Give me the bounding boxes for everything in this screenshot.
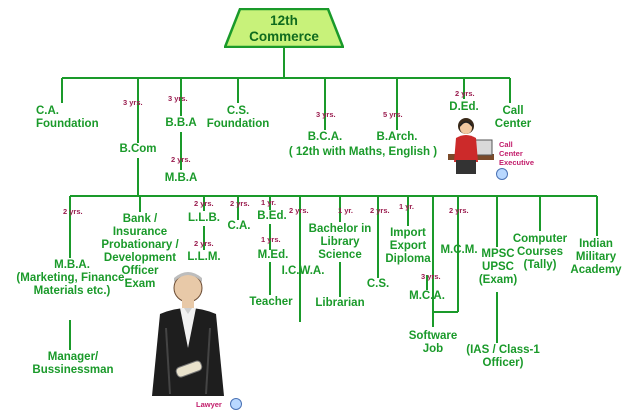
node-cs: C.S. [366, 278, 390, 290]
duration-blib: 1 yr. [338, 206, 354, 215]
caption-marker-dot [496, 168, 508, 180]
lawyer-illustration-icon [152, 272, 224, 396]
node-barch: B.Arch. [376, 131, 418, 143]
duration-ca: 2 yrs. [230, 199, 250, 208]
node-manager: Manager/ Bussinessman [32, 351, 114, 376]
node-librarian: Librarian [315, 297, 365, 309]
duration-ded: 2 yrs. [455, 89, 475, 98]
node-mcm: M.C.M. [440, 244, 478, 256]
duration-bba: 3 yrs. [168, 94, 188, 103]
duration-llb: 2 yrs. [194, 199, 214, 208]
node-ca: C.A. [227, 220, 251, 232]
node-ias-officer: (IAS / Class-1 Officer) [466, 344, 540, 369]
node-llb: L.L.B. [188, 212, 220, 224]
caption-lawyer-dot [230, 398, 242, 410]
duration-bca: 3 yrs. [316, 110, 336, 119]
node-computer-courses: Computer Courses (Tally) [512, 233, 568, 271]
node-mca: M.C.A. [409, 290, 445, 302]
node-bca: B.C.A. [307, 131, 343, 143]
node-bank-exam: Bank / Insurance Probationary / Developm… [101, 213, 179, 290]
call-center-executive-illustration-icon [448, 118, 494, 174]
duration-mba: 2 yrs. [63, 207, 83, 216]
node-bca-barch-note: ( 12th with Maths, English ) [288, 146, 438, 158]
node-bed: B.Ed. [257, 210, 287, 222]
duration-mcm: 2 yrs. [449, 206, 469, 215]
node-import-export-diploma: Import Export Diploma [385, 227, 431, 265]
node-cs-foundation: C.S. Foundation [206, 105, 270, 130]
duration-mba-top: 2 yrs. [171, 155, 191, 164]
duration-icwa: 2 yrs. [289, 206, 309, 215]
node-teacher: Teacher [249, 296, 293, 308]
node-mpsc-upsc: MPSC UPSC (Exam) [478, 248, 518, 286]
duration-bed: 1 yr. [261, 198, 277, 207]
node-med: M.Ed. [257, 249, 289, 261]
node-mba-top: M.B.A [164, 172, 198, 184]
duration-bcom: 3 yrs. [123, 98, 143, 107]
node-ded: D.Ed. [449, 101, 479, 113]
node-software-job: Software Job [408, 330, 458, 355]
caption-lawyer: Lawyer [196, 400, 222, 409]
node-mba: M.B.A. (Marketing, Finance, Materials et… [16, 259, 128, 297]
node-bachelor-library-science: Bachelor in Library Science [308, 223, 372, 261]
title-trapezoid-shape [223, 7, 345, 49]
node-indian-military-academy: Indian Military Academy [570, 238, 622, 276]
duration-cs: 2 yrs. [370, 206, 390, 215]
title-text: 12th Commerce [249, 13, 319, 44]
caption-call-center-executive: Call Center Executive [499, 140, 535, 167]
duration-mca: 3 yrs. [421, 272, 441, 281]
duration-barch: 5 yrs. [383, 110, 403, 119]
node-bcom: B.Com [119, 143, 157, 155]
duration-llm: 2 yrs. [194, 239, 214, 248]
duration-import-export: 1 yr. [399, 202, 415, 211]
node-ca-foundation: C.A. Foundation [36, 105, 99, 130]
node-bba: B.B.A [165, 117, 197, 129]
title-banner: 12th Commerce [223, 7, 345, 49]
node-llm: L.L.M. [187, 251, 221, 263]
duration-med: 1 yrs. [261, 235, 281, 244]
node-call-center: Call Center [494, 105, 532, 130]
node-icwa: I.C.W.A. [281, 265, 325, 277]
